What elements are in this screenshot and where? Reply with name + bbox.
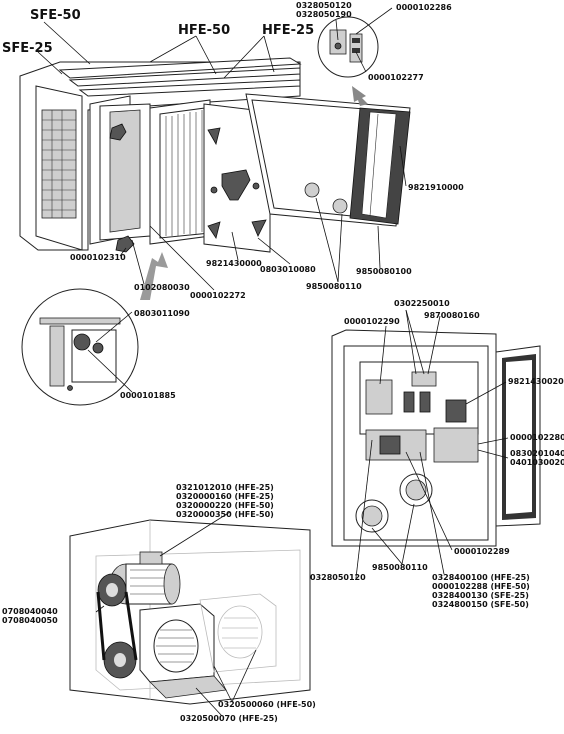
part-number: 0320000220 (HFE-50) xyxy=(176,501,274,510)
part-number: 0000101885 xyxy=(120,391,176,400)
part-number: 0000102280 xyxy=(510,433,564,442)
part-number: 0000102277 xyxy=(368,73,424,82)
part-number: 0708040040 xyxy=(2,607,58,616)
part-number: 0321012010 (HFE-25) xyxy=(176,483,274,492)
part-number: 0000102272 xyxy=(190,291,246,300)
part-number: 0320500070 (HFE-25) xyxy=(180,714,278,723)
side-grille xyxy=(41,109,77,219)
part-number: 9850080110 xyxy=(306,282,362,291)
part-number: 0830201040 xyxy=(510,449,564,458)
part-number: 0803011090 xyxy=(134,309,190,318)
part-number: 9850080100 xyxy=(356,267,412,276)
part-number: 0328400130 (SFE-25) xyxy=(432,591,529,600)
part-number: 0328050120 xyxy=(310,573,366,582)
part-number: 0000102289 xyxy=(454,547,510,556)
part-number: 9870080160 xyxy=(424,311,480,320)
part-number: 0000102286 xyxy=(396,3,452,12)
motor xyxy=(109,551,181,605)
label-sfe50: SFE-50 xyxy=(30,8,81,23)
part-number: 0320000350 (HFE-50) xyxy=(176,510,274,519)
part-number: 0000102290 xyxy=(344,317,400,326)
part-number: 0328400100 (HFE-25) xyxy=(432,573,530,582)
part-number: 9850080110 xyxy=(372,563,428,572)
part-number: 0708040050 xyxy=(2,616,58,625)
detail-inset xyxy=(21,252,168,406)
label-sfe25: SFE-25 xyxy=(2,41,53,56)
part-number: 0000102310 xyxy=(70,253,126,262)
filter-cabinet-assembly xyxy=(19,57,411,253)
blower-rear xyxy=(199,593,277,673)
label-hfe50: HFE-50 xyxy=(178,23,230,38)
part-number: 0302250010 xyxy=(394,299,450,308)
part-number: 0320000160 (HFE-25) xyxy=(176,492,274,501)
part-number: 9821910000 xyxy=(408,183,464,192)
part-number: 0328050190 xyxy=(296,10,352,19)
leader-lines xyxy=(37,7,509,717)
part-number: 0000102288 (HFE-50) xyxy=(432,582,530,591)
part-number: 0401030020 xyxy=(510,458,564,467)
part-number: 0324800150 (SFE-50) xyxy=(432,600,529,609)
part-number: 0803010080 xyxy=(260,265,316,274)
label-hfe25: HFE-25 xyxy=(262,23,314,38)
part-number: 0328050120 xyxy=(296,1,352,10)
part-number: 0320500060 (HFE-50) xyxy=(218,700,316,709)
fan-motor-assembly xyxy=(69,519,311,705)
switch-inset xyxy=(317,16,379,78)
blower-front xyxy=(139,603,227,699)
part-number: 9821430020 xyxy=(508,377,564,386)
electrical-panel xyxy=(331,329,541,547)
part-number: 0102080030 xyxy=(134,283,190,292)
part-number: 9821430000 xyxy=(206,259,262,268)
